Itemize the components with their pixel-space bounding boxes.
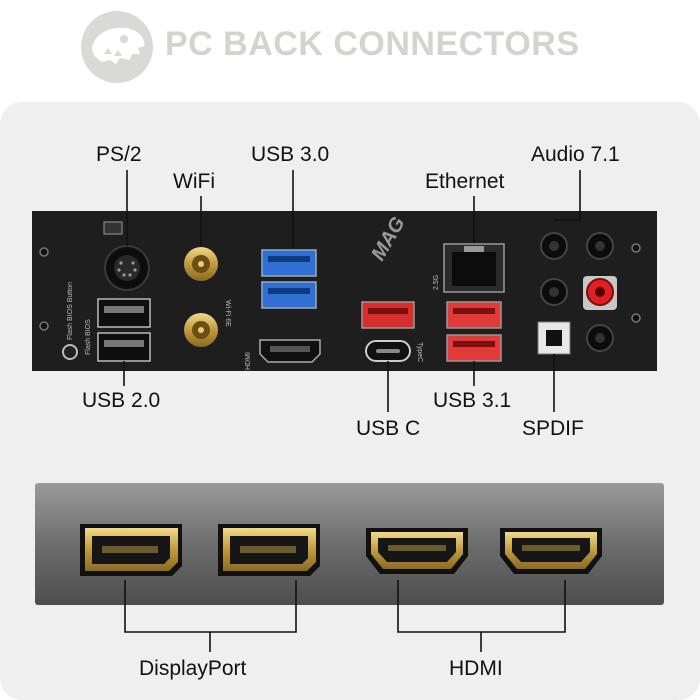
panel-hdmi-port xyxy=(259,339,321,363)
video-brackets xyxy=(124,580,566,652)
label-ps2: PS/2 xyxy=(96,143,142,166)
ethernet-port xyxy=(443,243,505,293)
dinosaur-skull-icon xyxy=(81,11,153,83)
header: PC BACK CONNECTORS xyxy=(0,0,700,100)
usb20-ports xyxy=(97,298,151,362)
leader-lines xyxy=(123,170,581,412)
screw-holes xyxy=(39,243,641,331)
label-usb31: USB 3.1 xyxy=(433,389,512,412)
label-usb20: USB 2.0 xyxy=(82,389,161,412)
label-spdif: SPDIF xyxy=(522,417,584,440)
displayport-port-2 xyxy=(218,524,320,576)
hdmi-mark-text: HDMI xyxy=(245,352,252,370)
audio-jacks xyxy=(537,232,617,355)
usb31-ports xyxy=(446,301,502,362)
flash-bios-button-text: Flash BIOS Button xyxy=(67,282,74,340)
label-ethernet: Ethernet xyxy=(425,170,505,193)
label-usbc: USB C xyxy=(356,417,421,440)
flash-bios-button xyxy=(62,344,78,360)
usb-c-port xyxy=(365,340,411,362)
ethernet-speed-text: 2.5G xyxy=(433,275,440,290)
label-displayport: DisplayPort xyxy=(139,657,247,680)
flash-bios-text: Flash BIOS xyxy=(85,319,92,355)
page-title: PC BACK CONNECTORS xyxy=(165,25,580,63)
usb31-port-top xyxy=(361,301,415,329)
typec-mark-text: TypeC xyxy=(416,342,423,362)
hdmi-port-1 xyxy=(366,528,468,574)
label-usb30: USB 3.0 xyxy=(251,143,330,166)
video-ports-plate xyxy=(35,483,664,605)
wifi-6e-text: Wi-Fi 6E xyxy=(224,300,231,327)
label-wifi: WiFi xyxy=(173,170,215,193)
label-hdmi: HDMI xyxy=(449,657,503,680)
wifi-antenna-connectors xyxy=(184,247,218,347)
usb30-ports xyxy=(261,249,317,309)
displayport-port-1 xyxy=(80,524,182,576)
label-audio71: Audio 7.1 xyxy=(531,143,620,166)
hdmi-port-2 xyxy=(500,528,602,574)
